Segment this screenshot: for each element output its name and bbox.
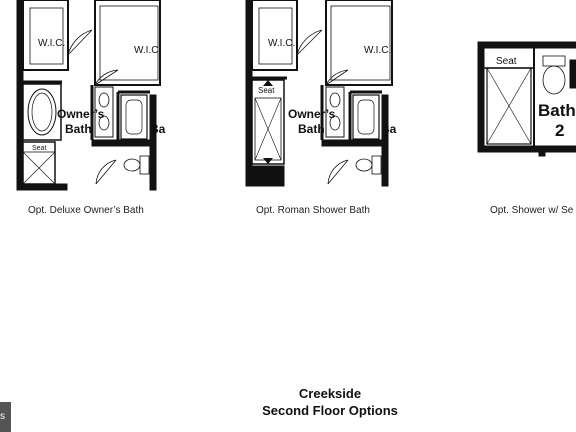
bath-2-partial-label: Ba — [381, 122, 397, 136]
caption-deluxe-owners-bath: Opt. Deluxe Owner’s Bath — [28, 205, 144, 216]
bath-2-partial-label: Ba — [150, 122, 166, 136]
plan-roman-labels: W.I.C. W.I.C. Owner’s Bath Seat Ba 2 — [258, 38, 397, 149]
wic-right-label: W.I.C. — [364, 45, 391, 56]
plan-shower-seat-labels: Seat Bath 2 — [496, 56, 576, 140]
title-floor-options: Second Floor Options — [262, 403, 398, 418]
title-community-name: Creekside — [298, 386, 362, 401]
plan-roman-shower-bath — [245, 0, 393, 187]
corner-badge: s — [0, 402, 11, 432]
bath-2-number-partial: 2 — [382, 135, 389, 149]
caption-shower-with-seat: Opt. Shower w/ Se — [490, 205, 574, 216]
plan-deluxe-labels: W.I.C. W.I.C. Owner’s Bath Seat Ba — [32, 38, 166, 152]
wic-left-label: W.I.C. — [268, 38, 295, 49]
owners-bath-label-line1: Owner’s — [288, 107, 336, 121]
caption-roman-shower-bath: Opt. Roman Shower Bath — [256, 205, 370, 216]
owners-bath-label-line1: Owner’s — [57, 107, 105, 121]
wic-left-label: W.I.C. — [38, 38, 65, 49]
plan-shower-with-seat — [477, 41, 576, 157]
owners-bath-label-line2: Bath — [65, 122, 92, 136]
owners-bath-label-line2: Bath — [298, 122, 325, 136]
wic-right-label: W.I.C. — [134, 45, 161, 56]
floor-plan-drawings: W.I.C. W.I.C. Owner’s Bath Seat Ba — [16, 0, 576, 191]
shower-seat-label: Seat — [258, 86, 275, 95]
plan-deluxe-owners-bath — [16, 0, 161, 191]
shower-seat-label: Seat — [32, 145, 46, 152]
bath-2-label-line1: Bath — [538, 101, 576, 120]
bath-2-label-line2: 2 — [555, 121, 564, 140]
shower-seat-label: Seat — [496, 56, 517, 67]
